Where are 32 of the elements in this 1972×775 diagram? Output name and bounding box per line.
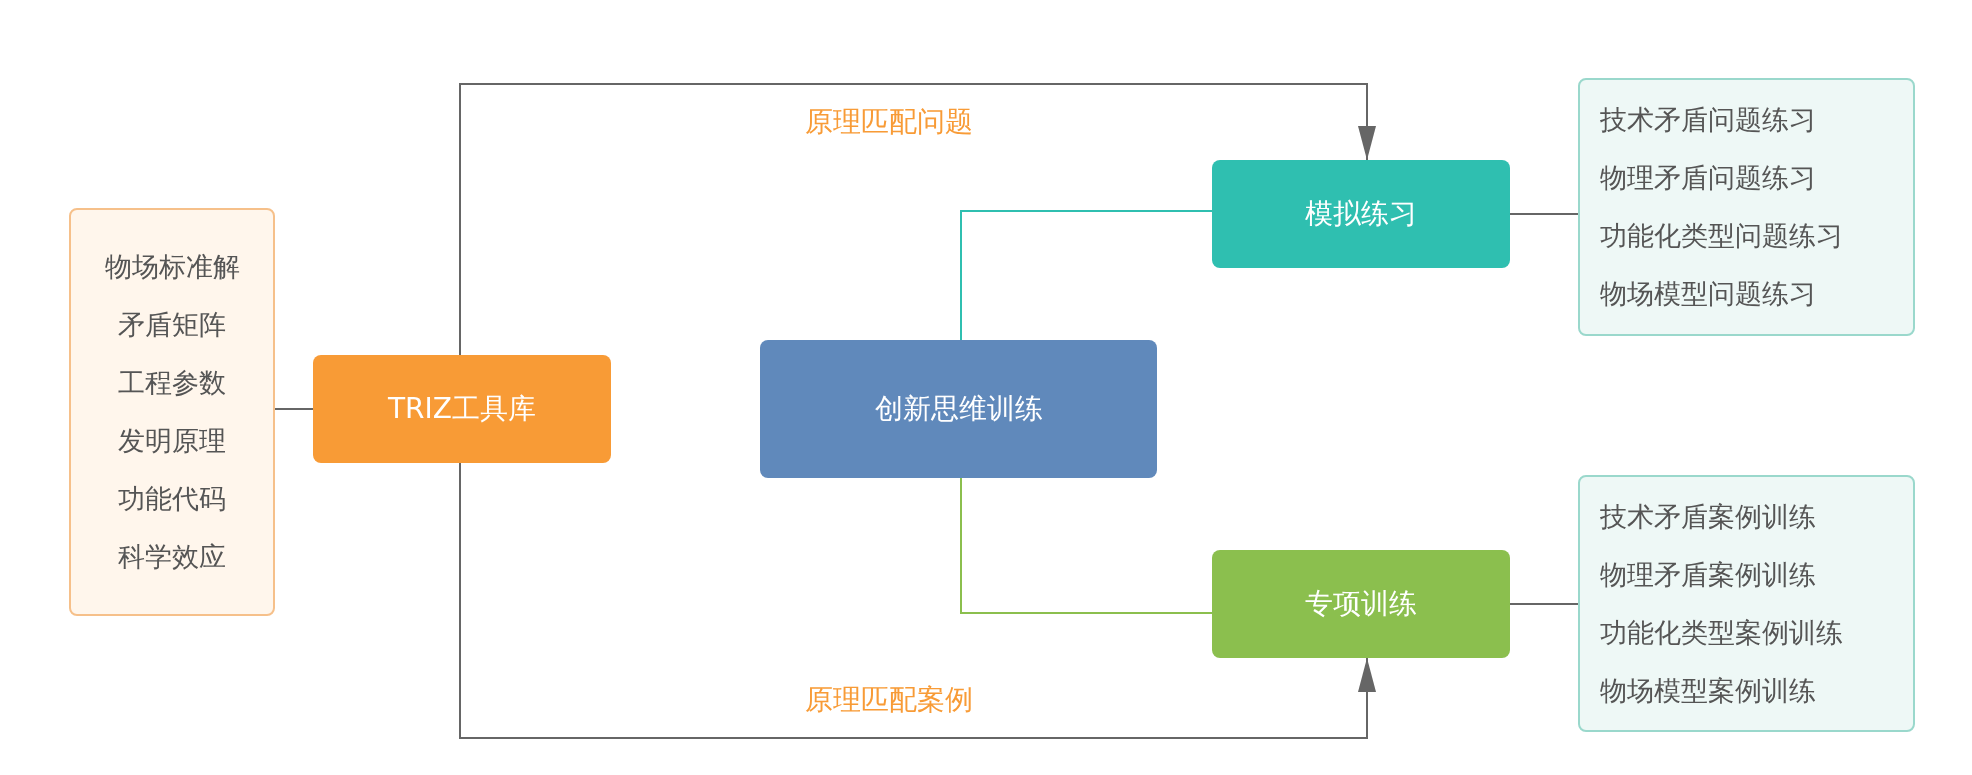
list-item: 技术矛盾问题练习 (1600, 103, 1816, 137)
connector-line (960, 477, 1213, 614)
list-item: 工程参数 (118, 366, 226, 400)
connector-line (960, 210, 1213, 341)
process-box (760, 340, 1157, 478)
process-box (1212, 550, 1510, 658)
box-label: TRIZ工具库 (388, 391, 536, 427)
list-item: 功能代码 (118, 482, 226, 516)
list-item: 物理矛盾问题练习 (1600, 161, 1816, 195)
box-label: 专项训练 (1305, 586, 1417, 622)
connector-line (1509, 213, 1579, 215)
box-label: 模拟练习 (1305, 196, 1417, 232)
list-item: 物场模型案例训练 (1600, 673, 1816, 708)
list-box (1578, 78, 1915, 336)
list-item: 功能化类型问题练习 (1600, 219, 1843, 253)
list-item: 科学效应 (118, 540, 226, 574)
process-box (313, 355, 611, 463)
list-item: 发明原理 (118, 424, 226, 458)
list-item: 物理矛盾案例训练 (1600, 557, 1816, 592)
list-item: 技术矛盾案例训练 (1600, 499, 1816, 534)
box-label: 创新思维训练 (874, 391, 1043, 427)
list-item: 功能化类型案例训练 (1600, 615, 1843, 650)
connector-line (274, 408, 314, 410)
list-box (69, 208, 275, 616)
arrow (459, 462, 1376, 739)
list-item: 物场模型问题练习 (1600, 277, 1816, 311)
process-box (1212, 160, 1510, 268)
connector-line (1509, 603, 1579, 605)
list-box (1578, 475, 1915, 732)
arrow (459, 83, 1376, 356)
list-item: 矛盾矩阵 (118, 308, 226, 342)
list-item: 物场标准解 (104, 250, 240, 284)
